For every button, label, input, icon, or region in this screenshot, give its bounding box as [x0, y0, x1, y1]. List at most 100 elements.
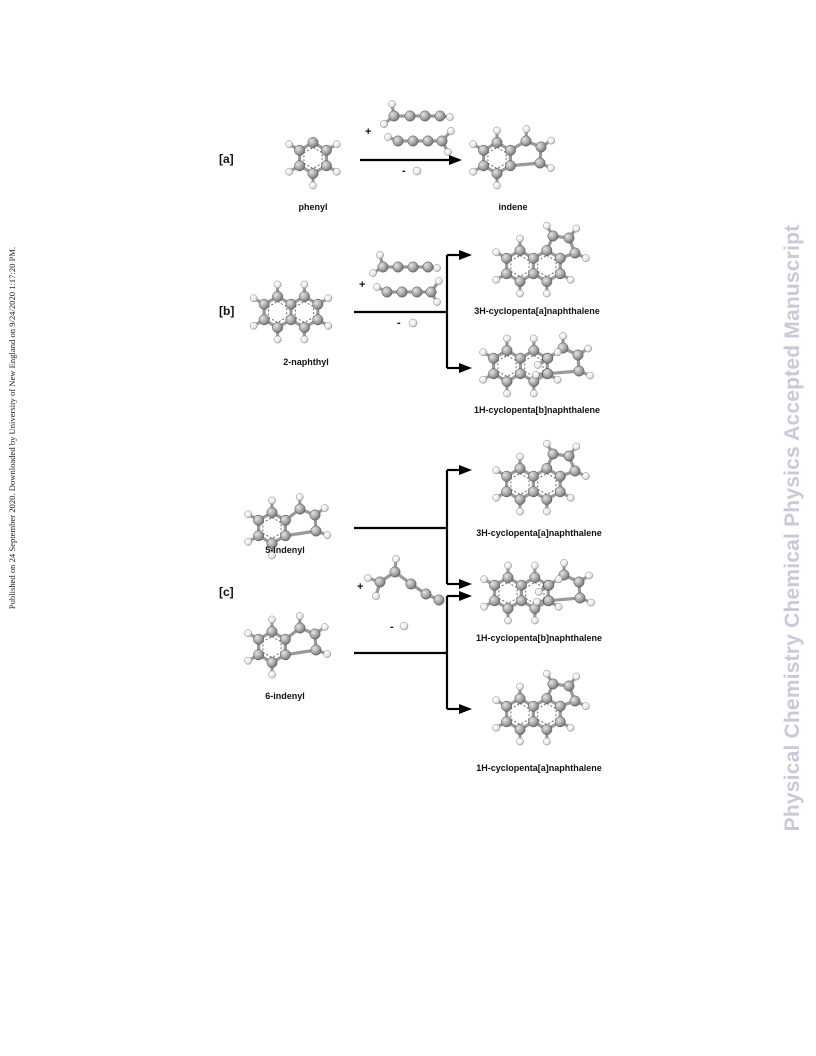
hydrogen-atom	[516, 234, 524, 243]
vinylacetylene-a-bottom	[384, 127, 455, 156]
carbon-atom	[573, 365, 585, 377]
carbon-atom	[285, 298, 297, 310]
carbon-atom	[381, 286, 393, 298]
reaction-arrows	[354, 155, 472, 714]
carbon-atom	[374, 576, 386, 588]
hydrogen-atom	[249, 294, 258, 303]
indene-molecule	[469, 125, 556, 190]
panel-a-tag: [a]	[219, 152, 234, 166]
carbon-atom	[294, 160, 306, 172]
carbon-atom	[279, 530, 291, 542]
carbon-atom	[425, 286, 437, 298]
carbon-atom	[543, 595, 555, 607]
hydrogen-atom	[435, 277, 443, 285]
label-c-product-2: 1H-cyclopenta[b]naphthalene	[476, 633, 602, 643]
aromatic-ring	[262, 635, 282, 659]
carbon-atom	[253, 633, 265, 645]
carbon-atom	[279, 633, 291, 645]
carbon-atom	[279, 514, 291, 526]
hydrogen-atom	[530, 616, 539, 625]
carbon-atom	[434, 110, 446, 122]
hydrogen-atom	[529, 389, 538, 398]
hydrogen-atom	[547, 164, 555, 172]
carbon-atom	[389, 566, 401, 578]
hydrogen-atom	[323, 531, 332, 539]
label-2-naphthyl: 2-naphthyl	[283, 357, 329, 367]
hydrogen-atom	[566, 493, 575, 502]
carbon-atom	[504, 144, 516, 156]
carbon-atom	[388, 110, 400, 122]
carbon-atom	[504, 160, 516, 172]
hydrogen-atom	[504, 561, 512, 570]
hydrogen-atom	[480, 602, 489, 611]
carbon-atom	[320, 160, 332, 172]
carbon-atom	[529, 572, 541, 583]
carbon-atom	[541, 693, 553, 704]
label-c-product-3: 1H-cyclopenta[a]naphthalene	[476, 763, 602, 773]
hydrogen-atom	[529, 334, 538, 343]
carbon-atom	[542, 368, 554, 380]
carbon-atom	[266, 538, 278, 549]
naphthyl-molecule	[249, 280, 333, 344]
hydrogen-atom	[516, 507, 524, 516]
carbon-atom	[419, 110, 431, 122]
panel-c-plus: +	[357, 581, 363, 593]
hydrogen-atom	[244, 629, 253, 638]
hydrogen-atom	[492, 275, 501, 284]
carbon-atom	[554, 470, 566, 482]
hydrogen-atom	[285, 140, 294, 149]
aromatic-ring	[537, 472, 557, 496]
h-atom-released-c	[399, 621, 409, 631]
hydrogen-atom	[582, 472, 590, 480]
vinylacetylene-b-top	[369, 251, 441, 277]
carbon-atom	[310, 525, 322, 537]
hydrogen-atom	[244, 656, 253, 665]
aromatic-ring	[537, 702, 557, 726]
carbon-atom	[547, 678, 559, 690]
aromatic-ring	[510, 472, 530, 496]
hydrogen-atom	[586, 371, 594, 380]
hydrogen-atom	[285, 167, 294, 176]
hydrogen-atom	[479, 348, 488, 357]
carbon-atom	[501, 716, 513, 728]
carbon-atom	[520, 135, 532, 147]
carbon-atom	[501, 268, 513, 280]
carbon-atom	[515, 595, 527, 607]
carbon-atom	[309, 628, 321, 640]
carbon-atom	[541, 276, 553, 287]
carbon-atom	[266, 626, 278, 637]
carbon-atom	[527, 716, 539, 728]
carbon-atom	[542, 352, 554, 364]
hydrogen-atom	[559, 332, 567, 340]
carbon-atom	[541, 245, 553, 256]
arrow-a-head	[449, 155, 462, 165]
hydrogen-atom	[447, 127, 455, 135]
carbon-atom	[514, 368, 526, 380]
hydrogen-atom	[323, 650, 332, 658]
carbon-atom	[405, 578, 417, 590]
carbon-atom	[258, 298, 270, 310]
hydrogen-atom	[388, 100, 396, 108]
carbon-atom	[285, 314, 297, 326]
hydrogen-atom	[542, 507, 551, 516]
carbon-atom	[253, 649, 265, 661]
carbon-atom	[396, 286, 408, 298]
hydrogen-atom	[503, 389, 511, 398]
hydrogen-atom	[543, 439, 551, 448]
hydrogen-atom	[504, 616, 512, 625]
carbon-atom	[478, 160, 490, 172]
label-6-indenyl: 6-indenyl	[265, 691, 305, 701]
hydrogen-atom	[300, 280, 309, 289]
carbon-atom	[501, 252, 513, 264]
hydrogen-atom	[433, 264, 441, 272]
aromatic-ring	[303, 146, 323, 170]
carbon-atom	[298, 322, 310, 333]
arrow-b-lower-head	[459, 363, 472, 373]
label-c-product-1: 3H-cyclopenta[a]naphthalene	[476, 528, 602, 538]
hydrogen-atom	[572, 442, 581, 451]
hydrogen-atom	[469, 140, 478, 149]
vinylacetylene-a-top	[380, 100, 454, 128]
hydrogen-atom	[384, 133, 392, 141]
hydrogen-atom	[542, 737, 551, 746]
c-product-2-molecule	[480, 559, 595, 625]
